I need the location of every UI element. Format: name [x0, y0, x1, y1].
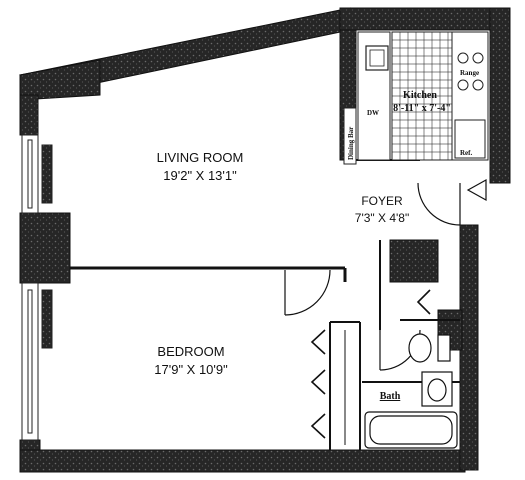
bath-fixtures [364, 333, 458, 449]
kitchen-name: Kitchen [403, 90, 437, 101]
bedroom-name: BEDROOM [157, 344, 224, 359]
kitchen-dims: 8'-11" x 7'-4" [393, 103, 451, 114]
bedroom-dims: 17'9" X 10'9" [154, 362, 228, 377]
closet-doors [310, 289, 431, 439]
windows [21, 134, 53, 441]
foyer-name: FOYER [361, 194, 403, 208]
exterior-walls [18, 7, 511, 473]
bath-name: Bath [380, 391, 401, 402]
dishwasher-label: DW [367, 109, 379, 117]
dining-bar-label: Dining Bar [347, 127, 355, 160]
refrigerator-label: Ref. [460, 149, 472, 157]
living-room-name: LIVING ROOM [157, 150, 244, 165]
kitchen-area [343, 31, 489, 165]
entry-arrow [466, 178, 487, 202]
foyer-dims: 7'3" X 4'8" [355, 211, 409, 225]
living-room-dims: 19'2" X 13'1" [163, 168, 237, 183]
range-label: Range [460, 69, 479, 77]
